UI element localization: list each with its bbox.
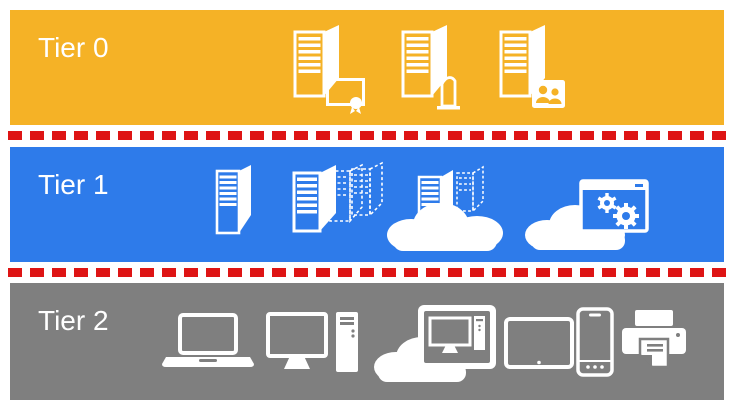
cloud-shape: [387, 203, 503, 251]
tier2-band: Tier 2: [10, 283, 724, 400]
tier0-band: Tier 0: [10, 10, 724, 125]
tier0-label: Tier 0: [38, 32, 109, 63]
tablet-icon: [504, 317, 574, 369]
laptop-icon: [162, 313, 254, 367]
server-tower-icon: [215, 165, 251, 235]
cloud-hosted-servers-icon: [387, 165, 503, 251]
cloud-web-app-with-gears-icon: [525, 179, 649, 250]
gear-large-icon: [613, 203, 639, 229]
cloud-virtual-desktop-icon: [374, 305, 496, 382]
tier2-label: Tier 2: [38, 305, 109, 336]
certificate-icon: [326, 78, 365, 114]
tier1-label: Tier 1: [38, 169, 109, 200]
server-with-document-icon: [401, 25, 460, 110]
users-card-icon: [532, 80, 565, 108]
document-icon: [437, 76, 460, 110]
server-with-users-icon: [499, 25, 565, 108]
tier1-band: Tier 1: [10, 147, 724, 262]
gear-small-icon: [597, 193, 617, 213]
virtualized-server-rack-icon: [292, 161, 383, 233]
desktop-computer-icon: [266, 312, 358, 372]
tier1-tier2-boundary-dashed-line: [8, 268, 728, 277]
smartphone-icon: [576, 307, 614, 377]
server-with-certificate-icon: [293, 25, 365, 114]
printer-icon: [622, 310, 686, 369]
tier0-tier1-boundary-dashed-line: [8, 131, 728, 140]
